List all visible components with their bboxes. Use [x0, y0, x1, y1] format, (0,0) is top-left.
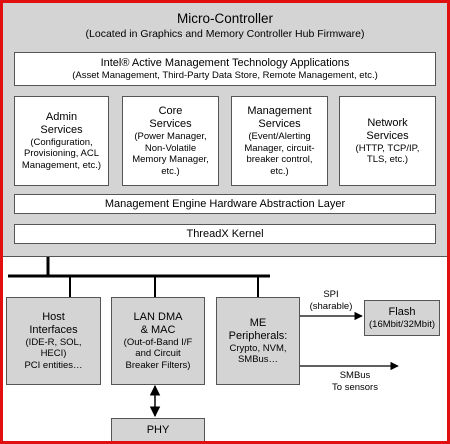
kernel-box: ThreadX Kernel [14, 224, 436, 244]
spi-label-sub: (sharable) [309, 301, 353, 312]
kernel-label: ThreadX Kernel [186, 228, 264, 240]
host-interfaces-detail-line3: PCI entities… [24, 359, 83, 371]
core-services-detail-line2: Non-Volatile [144, 142, 197, 154]
micro-controller-title: Micro-Controller [176, 11, 274, 26]
management-services-detail-line3: breaker control, [246, 154, 313, 165]
host-interfaces-title-line1: Host [42, 310, 65, 323]
management-services-detail-line1: (Event/Alerting [248, 131, 311, 142]
smbus-label: SMBus To sensors [325, 370, 385, 394]
core-services-title-line2: Services [149, 118, 192, 130]
core-services-box: Core Services (Power Manager, Non-Volati… [122, 96, 219, 186]
me-peripherals-title-line2: Peripherals: [228, 329, 288, 342]
network-services-detail-line1: (HTTP, TCP/IP, [355, 142, 420, 154]
core-services-title-line1: Core [158, 105, 183, 117]
network-services-title-line1: Network [367, 116, 408, 129]
lan-dma-detail-line3: Breaker Filters) [125, 359, 191, 371]
micro-controller-subtitle: (Located in Graphics and Memory Controll… [85, 28, 365, 40]
me-peripherals-title-line1: ME [249, 316, 267, 329]
flash-title: Flash [388, 305, 416, 318]
core-services-detail-line4: etc.) [161, 165, 180, 177]
management-services-detail-line4: etc.) [270, 165, 289, 177]
network-services-title-line2: Services [366, 129, 409, 142]
amt-applications-box: Intel® Active Management Technology Appl… [14, 52, 436, 86]
admin-services-box: Admin Services (Configuration, Provision… [14, 96, 109, 186]
smbus-label-sub: To sensors [332, 382, 378, 393]
lan-dma-title-line1: LAN DMA [133, 310, 183, 323]
network-services-box: Network Services (HTTP, TCP/IP, TLS, etc… [339, 96, 436, 186]
host-interfaces-title-line2: Interfaces [29, 323, 78, 336]
amt-applications-subtitle: (Asset Management, Third-Party Data Stor… [72, 70, 378, 81]
me-peripherals-detail-line1: Crypto, NVM, [229, 342, 287, 354]
host-interfaces-detail-line1: (IDE-R, SOL, [25, 336, 82, 348]
system-bus [8, 257, 270, 297]
lan-dma-title-line2: & MAC [140, 323, 176, 336]
admin-services-detail-line1: (Configuration, [30, 136, 93, 148]
phy-label: PHY [146, 423, 170, 436]
core-services-detail-line1: (Power Manager, [134, 131, 207, 142]
admin-services-title-line1: Admin [45, 110, 78, 123]
lan-dma-detail-line1: (Out-of-Band I/F [123, 336, 193, 348]
management-services-title-line2: Services [258, 118, 301, 130]
smbus-label-text: SMBus [339, 370, 371, 381]
flash-detail: (16Mbit/32Mbit) [369, 318, 435, 330]
lan-dma-detail-line2: and Circuit [135, 348, 181, 360]
flash-box: Flash (16Mbit/32Mbit) [364, 300, 440, 336]
management-services-detail-line2: Manager, circuit- [244, 142, 315, 154]
me-peripherals-detail-line2: SMBus… [237, 354, 279, 365]
host-interfaces-box: Host Interfaces (IDE-R, SOL, HECI) PCI e… [6, 297, 101, 385]
admin-services-detail-line2: Provisioning, ACL [24, 148, 99, 160]
core-services-detail-line3: Memory Manager, [132, 154, 209, 165]
network-services-detail-line2: TLS, etc.) [366, 154, 409, 165]
phy-box: PHY [111, 418, 205, 441]
admin-services-detail-line3: Management, etc.) [21, 159, 102, 171]
hal-label: Management Engine Hardware Abstraction L… [104, 198, 346, 210]
admin-services-title-line2: Services [40, 123, 83, 136]
hal-box: Management Engine Hardware Abstraction L… [14, 194, 436, 214]
lan-dma-mac-box: LAN DMA & MAC (Out-of-Band I/F and Circu… [111, 297, 205, 385]
me-peripherals-box: ME Peripherals: Crypto, NVM, SMBus… [216, 297, 300, 385]
amt-applications-title: Intel® Active Management Technology Appl… [100, 57, 350, 69]
management-services-box: Management Services (Event/Alerting Mana… [231, 96, 328, 186]
spi-label-text: SPI [323, 289, 339, 300]
host-interfaces-detail-line2: HECI) [40, 348, 67, 360]
management-services-title-line1: Management [247, 105, 312, 117]
spi-label: SPI (sharable) [306, 289, 356, 313]
